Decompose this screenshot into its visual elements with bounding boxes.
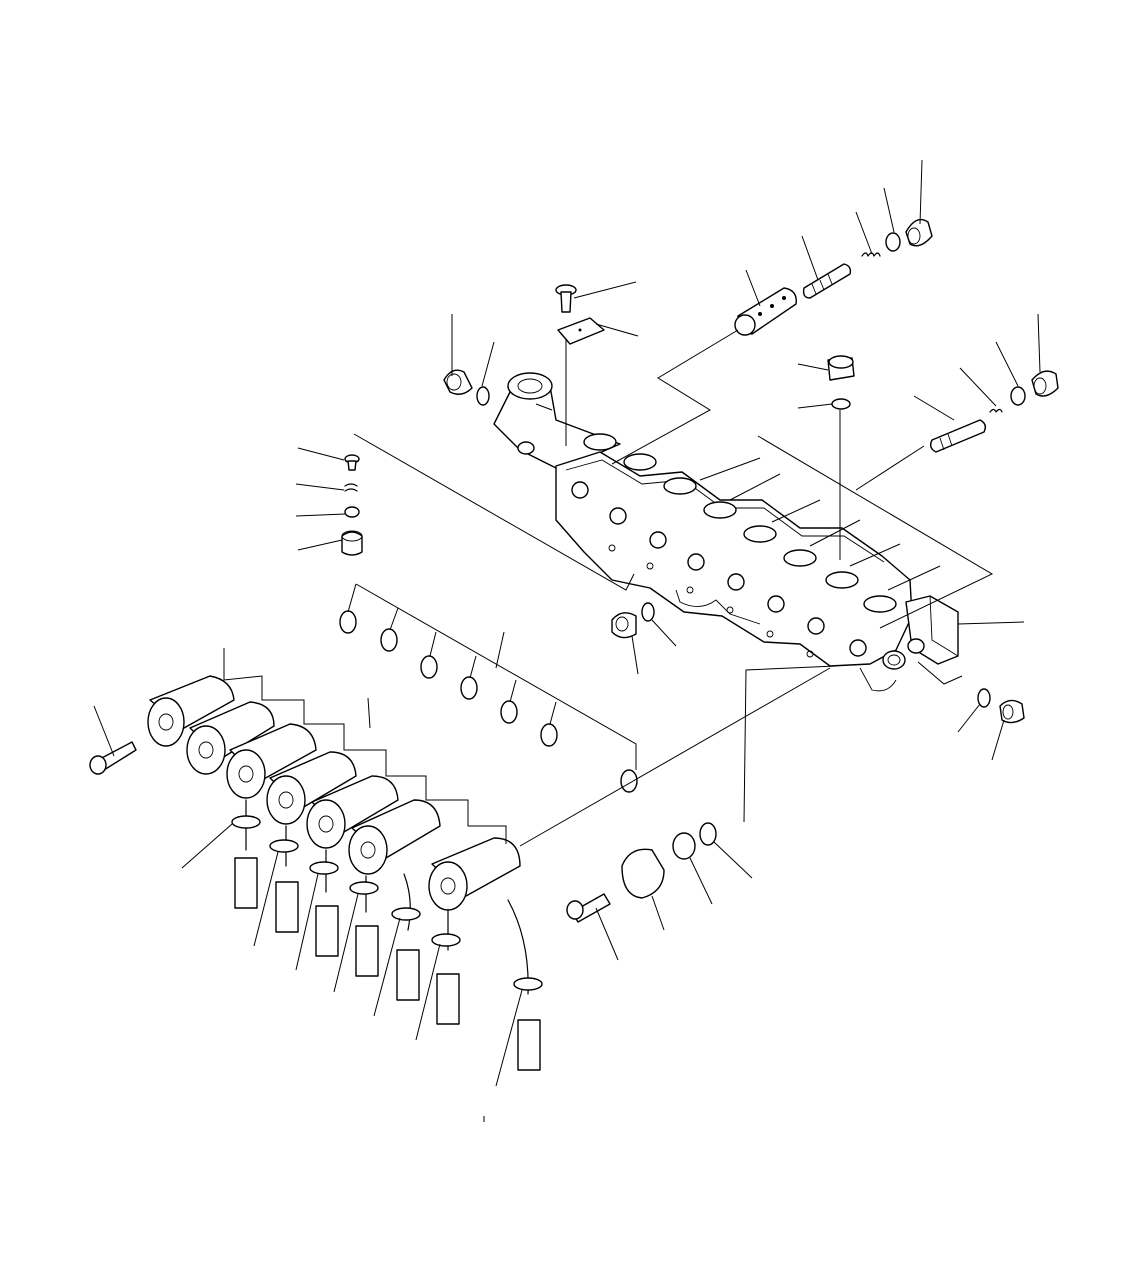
cover-o-ring [699, 822, 717, 846]
plug-right [1031, 370, 1059, 397]
spring-right [989, 408, 1003, 413]
valve-body [493, 372, 959, 692]
check-valve-stack [341, 454, 363, 556]
solenoid-5 [306, 775, 399, 849]
solenoid-2 [186, 701, 275, 775]
lower-right-plugs [611, 602, 1025, 724]
solenoid-4 [266, 751, 357, 825]
connector-2 [275, 881, 299, 933]
solenoid-o-rings [339, 610, 638, 793]
leader-lines [93, 159, 1041, 1122]
solenoid-bolt [89, 741, 137, 775]
cover-plate-group [566, 822, 717, 923]
connector-6 [436, 973, 460, 1025]
connectors-and-clamps [231, 799, 543, 1071]
plug-upper [905, 218, 933, 247]
breather-plug [827, 355, 855, 410]
solenoid-3 [226, 723, 317, 799]
right-spool-assembly [929, 370, 1059, 453]
connector-4 [355, 925, 379, 977]
connector-1 [234, 857, 258, 909]
connector-7 [517, 1019, 541, 1071]
solenoid-6 [348, 799, 441, 875]
cover-plate [621, 848, 665, 899]
cover-plug [672, 832, 696, 860]
spool-upper [802, 263, 852, 299]
left-plug [443, 369, 490, 406]
connector-5 [396, 949, 420, 1001]
spring-upper [861, 252, 881, 257]
solenoid-1 [147, 675, 235, 747]
spool-right [929, 419, 987, 453]
upper-spool-assembly [734, 218, 933, 336]
connector-3 [315, 905, 339, 957]
bolt-bracket [555, 284, 605, 345]
o-ring-right [1010, 386, 1026, 406]
o-ring-upper [885, 232, 901, 252]
solenoid-valves [147, 675, 521, 911]
solenoid-7 [428, 837, 521, 911]
